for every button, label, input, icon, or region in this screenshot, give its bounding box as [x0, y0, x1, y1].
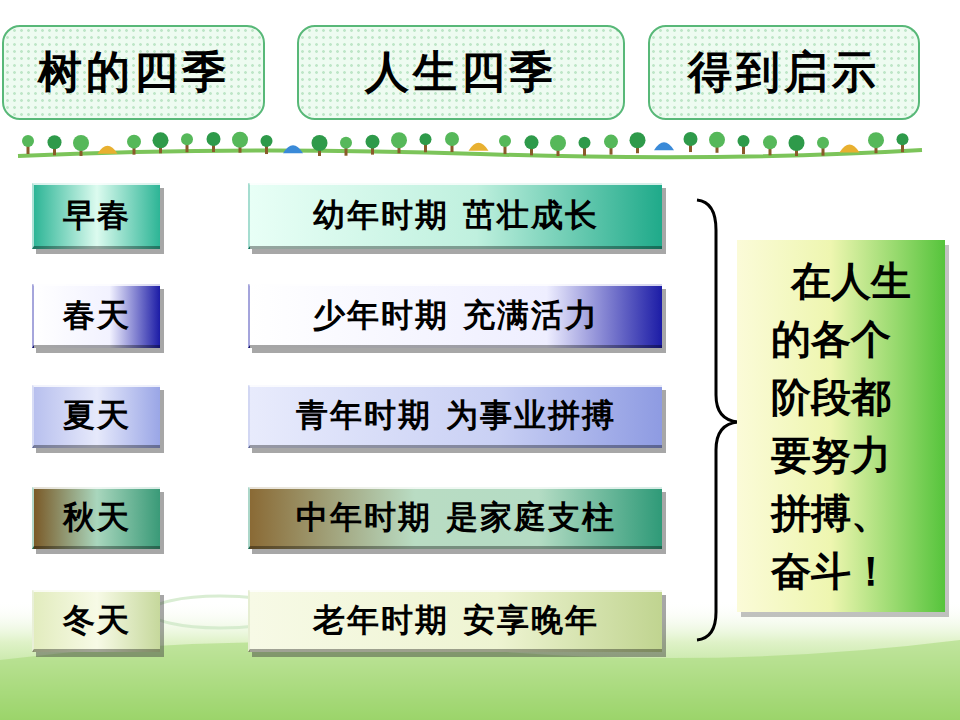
tree-icon	[366, 135, 380, 155]
box-label: 秋天	[63, 496, 131, 540]
box-label: 树的四季	[38, 43, 230, 102]
season-box: 早春	[32, 183, 160, 249]
tree-icon	[709, 132, 725, 153]
life-stage-box: 中年时期 是家庭支柱	[248, 487, 662, 549]
season-box: 夏天	[32, 385, 160, 448]
tree-icon	[604, 135, 618, 155]
brace	[697, 200, 738, 640]
box-label: 人生四季	[365, 43, 557, 102]
tree-icon	[868, 132, 884, 153]
tree-strip	[18, 132, 922, 157]
tree-icon	[763, 135, 777, 155]
box-label: 中年时期 是家庭支柱	[296, 496, 615, 540]
tree-icon	[98, 146, 118, 154]
box-label: 青年时期 为事业拼搏	[296, 394, 615, 438]
tree-icon	[261, 135, 273, 154]
box-label: 得到启示	[688, 43, 880, 102]
tree-icon	[499, 135, 511, 154]
season-box: 冬天	[32, 590, 160, 652]
tree-icon	[654, 142, 674, 150]
tree-icon	[283, 145, 303, 153]
life-stage-box: 青年时期 为事业拼搏	[248, 385, 662, 448]
tree-icon	[550, 135, 566, 156]
heading-tab: 人生四季	[297, 25, 625, 120]
box-label: 春天	[63, 294, 131, 338]
strip-ground	[18, 150, 922, 157]
box-label: 夏天	[63, 394, 131, 438]
tree-icon	[469, 143, 489, 151]
tree-icon	[153, 132, 169, 153]
box-label: 少年时期 充满活力	[313, 294, 598, 338]
tree-icon	[738, 135, 750, 154]
box-label: 早春	[63, 194, 131, 238]
tree-icon	[789, 135, 805, 156]
tree-icon	[232, 132, 248, 153]
tree-icon	[684, 132, 698, 152]
ground-hill	[0, 640, 960, 720]
heading-tab: 得到启示	[648, 25, 920, 120]
life-stage-box: 老年时期 安享晚年	[248, 590, 662, 652]
tree-icon	[207, 132, 221, 152]
tree-icon	[897, 133, 909, 152]
box-label: 冬天	[63, 599, 131, 643]
insight-box: 在人生的各个阶段都要努力拼搏、奋斗！	[737, 240, 945, 612]
box-label: 幼年时期 茁壮成长	[313, 194, 598, 238]
tree-icon	[579, 137, 591, 156]
tree-icon	[817, 137, 829, 156]
tree-icon	[48, 135, 62, 155]
tree-icon	[840, 145, 860, 153]
life-stage-box: 少年时期 充满活力	[248, 284, 662, 348]
insight-text: 在人生的各个阶段都要努力拼搏、奋斗！	[771, 252, 911, 600]
tree-icon	[391, 132, 407, 153]
heading-tab: 树的四季	[2, 25, 265, 120]
tree-icon	[181, 133, 193, 152]
box-label: 老年时期 安享晚年	[313, 599, 598, 643]
season-box: 春天	[32, 284, 160, 348]
tree-icon	[73, 135, 89, 156]
tree-icon	[445, 132, 459, 152]
tree-icon	[420, 133, 432, 152]
tree-icon	[340, 137, 352, 156]
tree-icon	[630, 132, 646, 153]
tree-icon	[525, 135, 539, 155]
life-stage-box: 幼年时期 茁壮成长	[248, 183, 662, 249]
season-box: 秋天	[32, 487, 160, 549]
tree-icon	[127, 135, 141, 155]
tree-icon	[312, 135, 328, 156]
tree-icon	[22, 135, 34, 154]
